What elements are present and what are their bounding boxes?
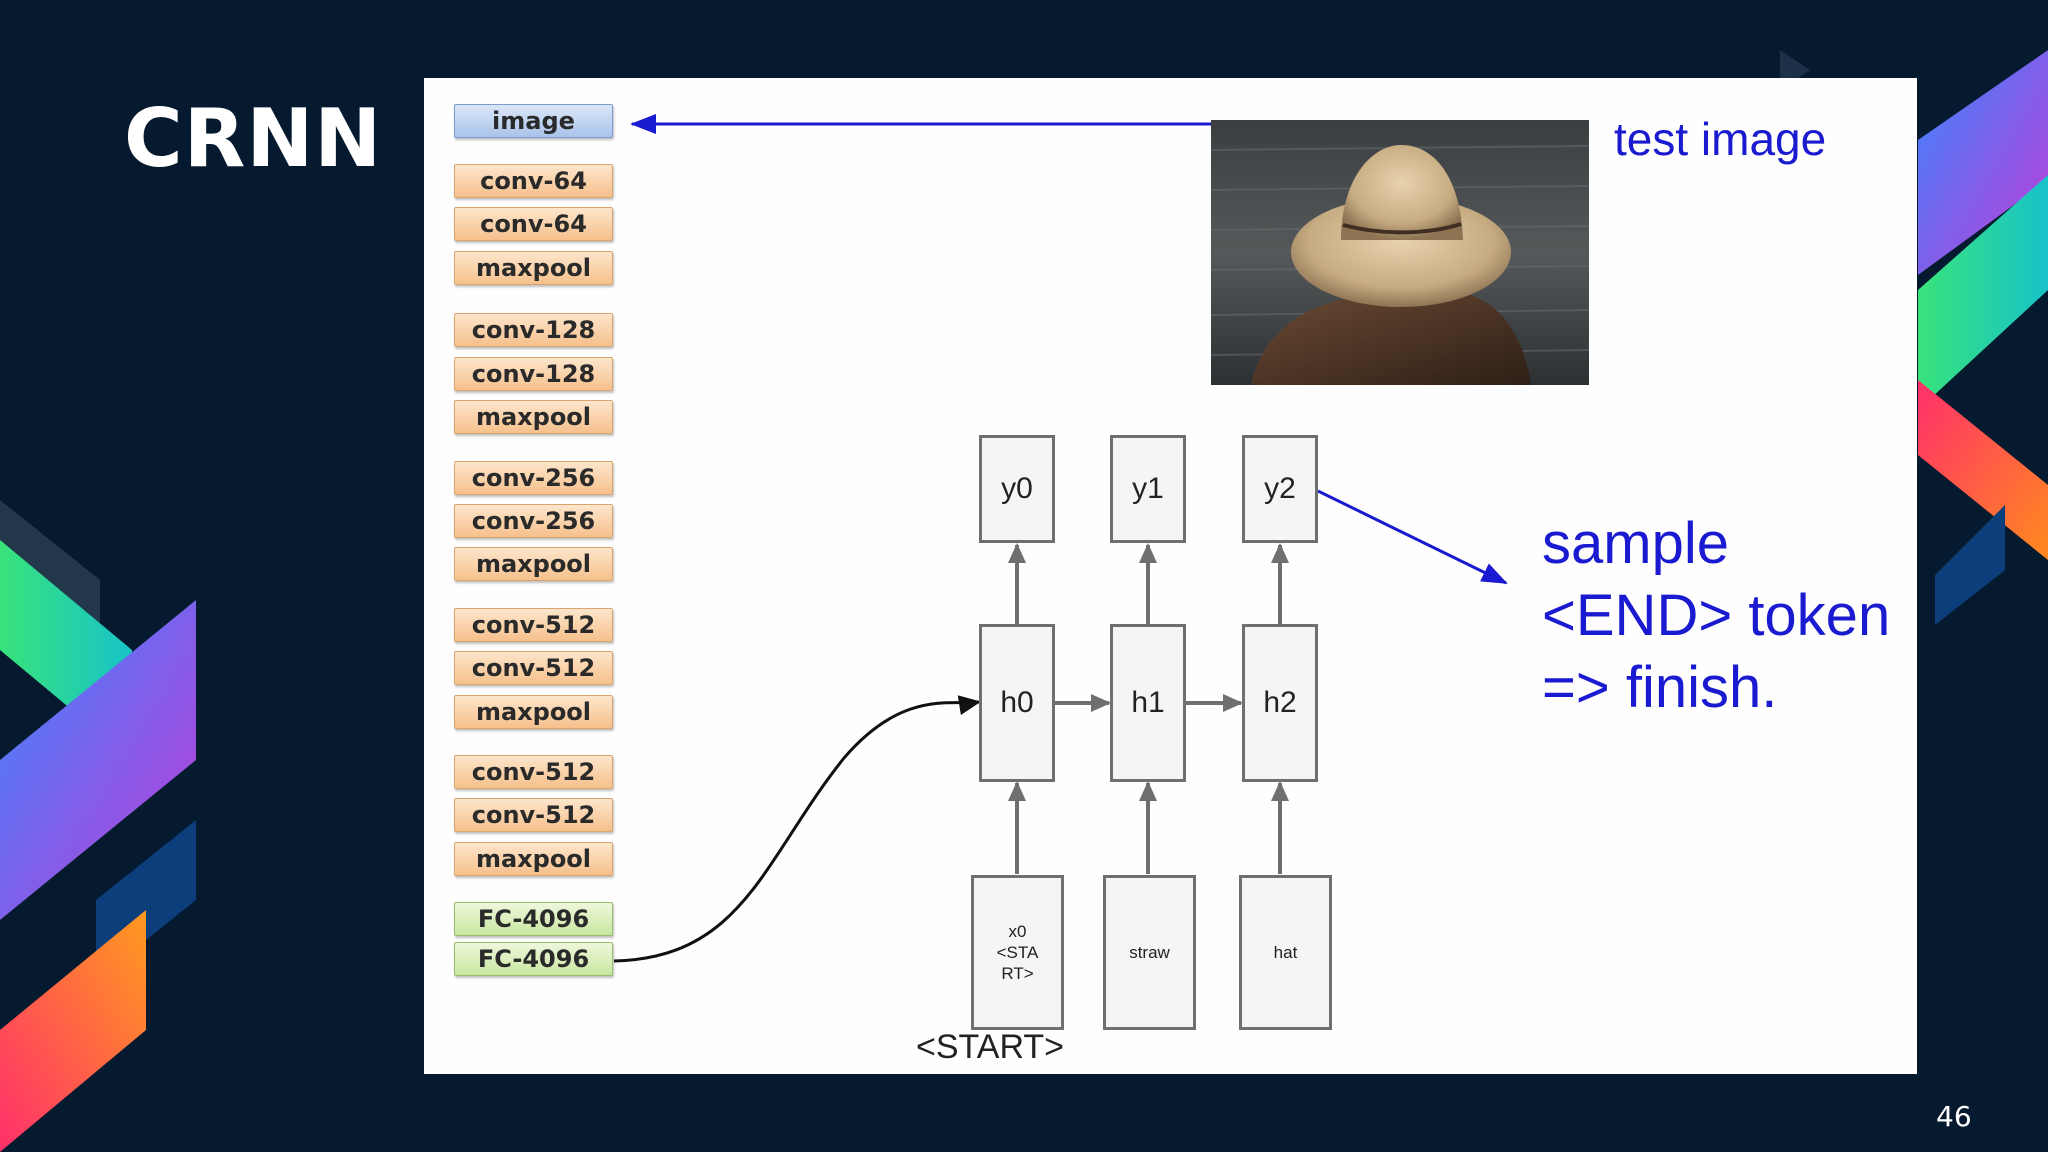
start-label: <START> — [916, 1028, 1065, 1066]
arrow-y2-to-sample — [1317, 489, 1508, 585]
layer-conv-512: conv-512 — [454, 651, 613, 685]
layer-conv-256: conv-256 — [454, 504, 613, 538]
input-node-straw-label: straw — [1129, 943, 1170, 962]
layer-maxpool: maxpool — [454, 400, 613, 434]
output-node-y0: y0 — [979, 435, 1055, 543]
layer-conv-64: conv-64 — [454, 207, 613, 241]
layer-fc-4096: FC-4096 — [454, 942, 613, 976]
hidden-node-h0: h0 — [979, 624, 1055, 782]
layer-conv-512: conv-512 — [454, 798, 613, 832]
sample-end-annotation: sample <END> token => finish. — [1542, 508, 1890, 724]
layer-fc-4096: FC-4096 — [454, 902, 613, 936]
test-image-label: test image — [1614, 113, 1827, 165]
page-number: 46 — [1936, 1100, 1972, 1133]
hidden-node-h2: h2 — [1242, 624, 1318, 782]
layer-maxpool: maxpool — [454, 695, 613, 729]
diagram-connectors — [613, 114, 1508, 963]
input-node-hat: hat — [1239, 875, 1332, 1030]
sample-line-3: => finish. — [1542, 655, 1778, 720]
layer-maxpool: maxpool — [454, 547, 613, 581]
input-node-x0-line1: x0 — [1008, 922, 1027, 941]
layer-image: image — [454, 104, 613, 138]
layer-conv-256: conv-256 — [454, 461, 613, 495]
arrow-fc-to-h0 — [613, 695, 981, 963]
layer-conv-512: conv-512 — [454, 755, 613, 789]
input-node-x0-line3: RT> — [1001, 964, 1034, 983]
layer-conv-128: conv-128 — [454, 357, 613, 391]
output-node-y1: y1 — [1110, 435, 1186, 543]
layer-conv-64: conv-64 — [454, 164, 613, 198]
input-node-hat-label: hat — [1273, 943, 1298, 962]
crnn-figure: image conv-64 conv-64 maxpool conv-128 conv-1… — [424, 78, 1917, 1074]
sample-line-1: sample — [1542, 511, 1729, 576]
layer-maxpool: maxpool — [454, 251, 613, 285]
slide-title: CRNN — [124, 92, 383, 185]
hidden-node-h1: h1 — [1110, 624, 1186, 782]
layer-conv-128: conv-128 — [454, 313, 613, 347]
test-image-photo — [1211, 120, 1589, 385]
layer-conv-512: conv-512 — [454, 608, 613, 642]
output-node-y2: y2 — [1242, 435, 1318, 543]
input-node-x0: x0 <STA RT> — [971, 875, 1064, 1030]
hat-photo-illustration — [1211, 120, 1589, 385]
input-node-straw: straw — [1103, 875, 1196, 1030]
sample-line-2: <END> token — [1542, 583, 1891, 648]
layer-maxpool: maxpool — [454, 842, 613, 876]
input-node-x0-line2: <STA — [996, 943, 1039, 962]
